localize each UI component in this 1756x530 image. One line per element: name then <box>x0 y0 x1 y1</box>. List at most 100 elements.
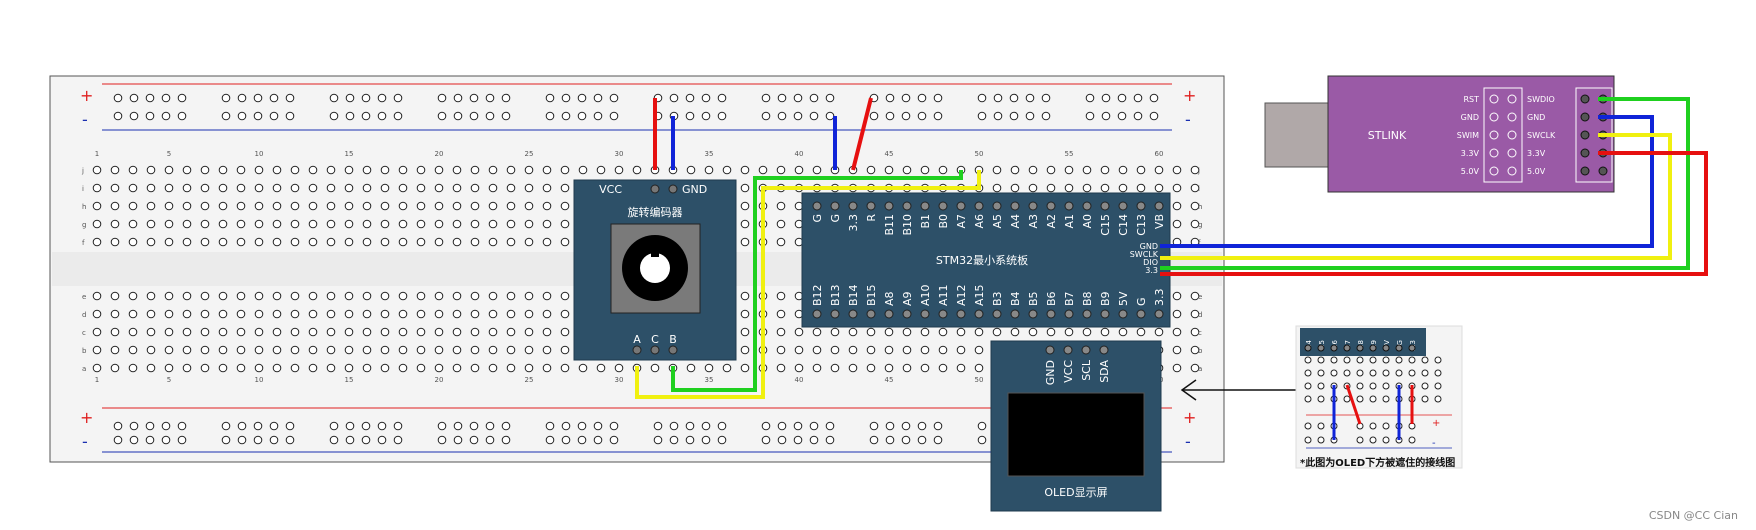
stm32-bottom-pin-label: 5V <box>1117 291 1130 306</box>
breadboard-hole <box>542 165 552 175</box>
breadboard-hole <box>362 201 372 211</box>
breadboard-hole <box>344 327 354 337</box>
breadboard-hole <box>182 237 192 247</box>
rail-hole <box>453 421 463 431</box>
breadboard-hole <box>290 219 300 229</box>
row-letter: c <box>82 329 86 337</box>
breadboard-hole <box>560 327 570 337</box>
breadboard-hole <box>956 363 966 373</box>
rail-hole <box>793 421 803 431</box>
column-number: 25 <box>525 150 534 158</box>
breadboard-hole <box>434 165 444 175</box>
breadboard-hole <box>794 327 804 337</box>
breadboard-hole <box>560 183 570 193</box>
rail-plus-tl: + <box>80 86 93 105</box>
breadboard-hole <box>344 291 354 301</box>
breadboard-hole <box>866 165 876 175</box>
breadboard-hole <box>1064 327 1074 337</box>
breadboard-hole <box>434 363 444 373</box>
rail-hole <box>977 93 987 103</box>
breadboard-hole <box>326 345 336 355</box>
stm32-top-pin-label: 3.3 <box>847 214 860 232</box>
oled-pin <box>1045 345 1055 355</box>
breadboard-hole <box>362 237 372 247</box>
stm32-top-pin-label: A1 <box>1063 214 1076 229</box>
breadboard-hole <box>182 165 192 175</box>
stm32-top-pin-label: C13 <box>1135 214 1148 236</box>
breadboard-hole <box>92 363 102 373</box>
inset-rail-hole <box>1382 422 1390 430</box>
stm32-bottom-pin <box>848 309 858 319</box>
stlink-left-pin-2 <box>1507 148 1517 158</box>
rail-hole <box>1101 93 1111 103</box>
inset-red-wire-1 <box>1345 384 1362 425</box>
rail-hole <box>113 435 123 445</box>
breadboard-hole <box>560 237 570 247</box>
rail-hole <box>161 111 171 121</box>
breadboard-hole <box>362 291 372 301</box>
rail-hole <box>917 93 927 103</box>
stm32-bottom-pin <box>1064 309 1074 319</box>
breadboard-hole <box>830 345 840 355</box>
oled-pin <box>1099 345 1109 355</box>
rail-hole <box>485 421 495 431</box>
rail-hole <box>113 111 123 121</box>
rail-hole <box>685 435 695 445</box>
breadboard-hole <box>1190 327 1200 337</box>
breadboard-hole <box>398 183 408 193</box>
breadboard-hole <box>344 201 354 211</box>
breadboard-hole <box>344 345 354 355</box>
breadboard-hole <box>308 363 318 373</box>
rail-hole <box>269 111 279 121</box>
stm32-top-pin-label: C14 <box>1117 214 1130 236</box>
breadboard-hole <box>380 219 390 229</box>
stm32-bottom-pin-label: A8 <box>883 291 896 306</box>
rail-hole <box>901 93 911 103</box>
breadboard-hole <box>236 237 246 247</box>
stlink-right-label: SWDIO <box>1527 95 1555 104</box>
breadboard-hole <box>416 237 426 247</box>
rail-hole <box>977 421 987 431</box>
breadboard-hole <box>740 309 750 319</box>
breadboard-hole <box>722 363 732 373</box>
breadboard-hole <box>308 237 318 247</box>
inset-rail-hole <box>1304 436 1312 444</box>
breadboard-hole <box>110 237 120 247</box>
breadboard-hole <box>110 183 120 193</box>
stlink-right-label: SWCLK <box>1527 131 1556 140</box>
rail-hole <box>993 93 1003 103</box>
breadboard-hole <box>884 165 894 175</box>
breadboard-hole <box>416 363 426 373</box>
breadboard-hole <box>344 183 354 193</box>
breadboard-hole <box>236 219 246 229</box>
row-letter: j <box>1197 167 1200 175</box>
rail-hole <box>469 111 479 121</box>
inset-plus: + <box>1432 418 1440 429</box>
inset-hole <box>1369 356 1377 364</box>
breadboard-hole <box>308 345 318 355</box>
rail-hole <box>685 421 695 431</box>
rail-plus-bl: + <box>80 408 93 427</box>
breadboard-hole <box>578 363 588 373</box>
breadboard-hole <box>596 363 606 373</box>
rail-hole <box>669 435 679 445</box>
breadboard-hole <box>362 219 372 229</box>
breadboard-hole <box>146 219 156 229</box>
breadboard-hole <box>542 363 552 373</box>
stm32-side-swclk: SWCLK <box>1130 250 1159 259</box>
rail-hole <box>221 421 231 431</box>
breadboard-hole <box>830 363 840 373</box>
rail-hole <box>761 93 771 103</box>
encoder-pin-c-label: C <box>651 333 659 346</box>
row-letter: f <box>82 239 85 247</box>
breadboard-hole <box>398 363 408 373</box>
breadboard-hole <box>488 183 498 193</box>
rail-plus-tr: + <box>1183 86 1196 105</box>
breadboard-hole <box>452 363 462 373</box>
oled-pin <box>1081 345 1091 355</box>
breadboard-hole <box>812 165 822 175</box>
breadboard-hole <box>128 165 138 175</box>
breadboard-hole <box>1028 165 1038 175</box>
breadboard-hole <box>1046 183 1056 193</box>
